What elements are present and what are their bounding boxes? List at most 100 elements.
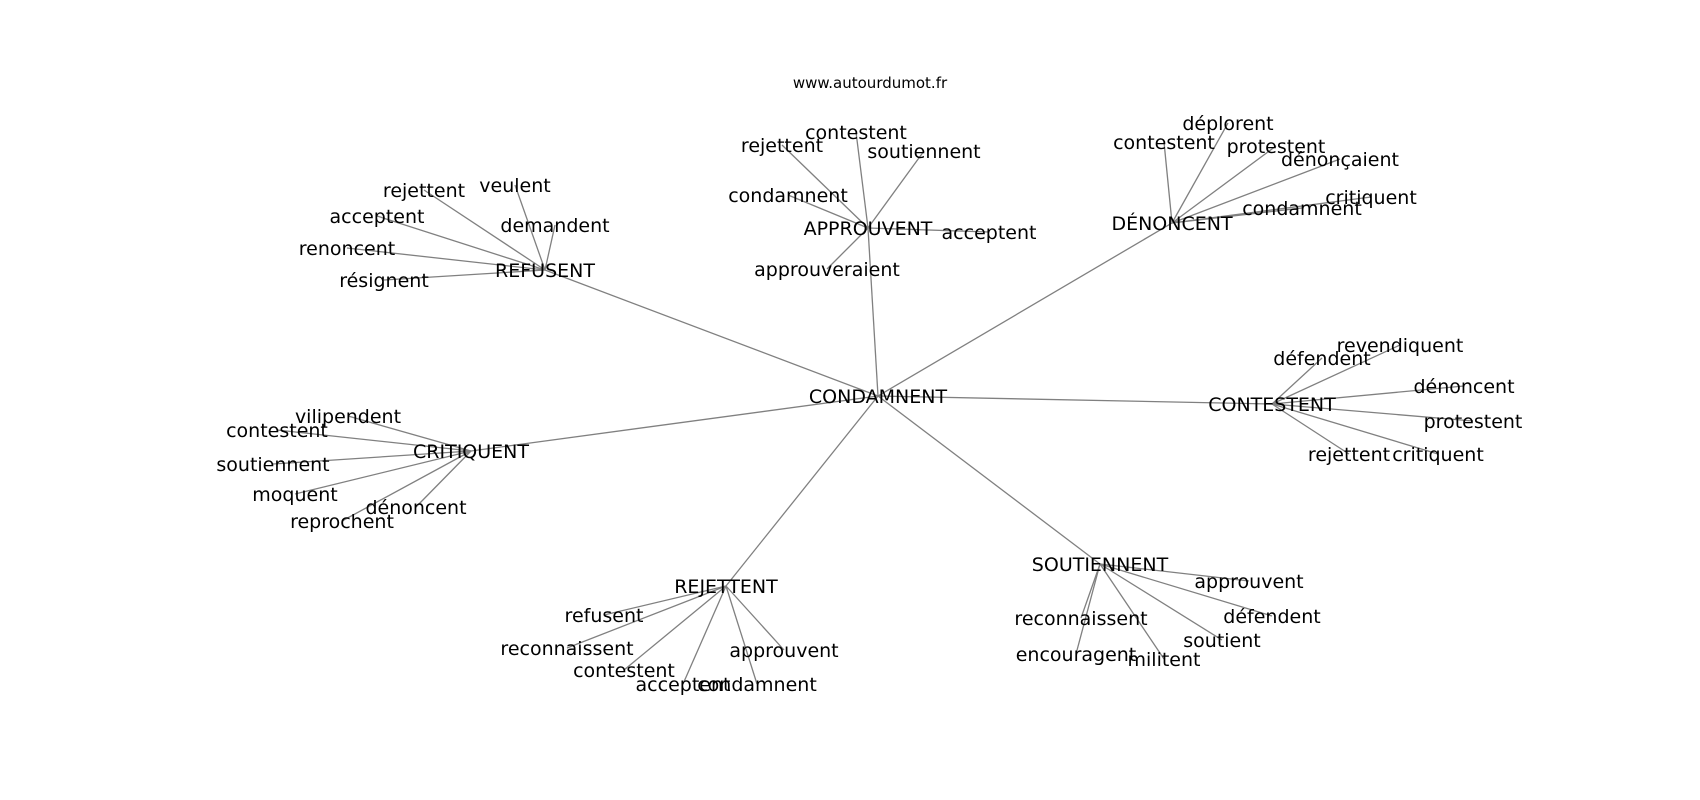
edge-cluster-to-child [1171,122,1229,224]
child-node-label: renoncent [299,238,395,260]
child-node-label: dénoncent [365,497,466,519]
child-node-label: protestent [1227,136,1326,158]
child-node-label: militent [1128,649,1201,671]
child-node-label: reconnaissent [1014,608,1147,630]
edge-cluster-to-child [787,194,869,229]
edge-cluster-to-child [1271,403,1350,455]
child-node-label: dénoncent [1413,376,1514,398]
edge-cluster-to-child [1271,403,1439,455]
edges-layer [272,122,1474,685]
edge-center-to-cluster [877,222,1173,397]
child-node-label: approuvent [729,640,838,662]
child-node-label: déplorent [1182,113,1273,135]
child-node-label: contestent [805,122,907,144]
child-node-label: dénonçaient [1281,149,1399,171]
center-node-label: CONDAMNENT [809,386,948,408]
edge-cluster-to-child [826,227,869,270]
labels-layer: www.autourdumot.fr rejettent veulent accep… [216,74,1522,696]
edge-cluster-to-child [1099,563,1223,641]
child-node-label: défendent [1223,606,1320,628]
edge-center-to-cluster [725,395,879,587]
cluster-node-label: CRITIQUENT [413,441,529,463]
edge-cluster-to-child [1099,563,1273,617]
child-node-label: contestent [1113,132,1215,154]
edge-cluster-to-child [1271,357,1323,405]
edge-cluster-to-child [682,585,727,685]
edge-cluster-to-child [1099,563,1165,660]
child-node-label: rejettent [1308,444,1390,466]
edge-center-to-cluster [877,395,1273,405]
child-node-label: rejettent [741,135,823,157]
child-node-label: contestent [226,420,328,442]
cluster-node-label: APPROUVENT [804,218,933,240]
child-node-label: résignent [339,270,429,292]
edge-cluster-to-child [1171,145,1277,224]
child-node-label: acceptent [330,206,425,228]
edge-center-to-cluster [544,269,879,397]
cluster-node-label: DÉNONCENT [1111,212,1233,235]
child-node-label: revendiquent [1337,335,1464,357]
child-node-label: reconnaissent [500,638,633,660]
child-node-label: soutient [1183,630,1260,652]
edge-cluster-to-child [294,450,472,495]
edge-cluster-to-child [725,585,758,685]
cluster-node-label: CONTESTENT [1208,394,1336,416]
child-node-label: veulent [479,175,550,197]
edge-cluster-to-child [1099,563,1250,582]
child-node-label: soutiennent [216,454,329,476]
edge-cluster-to-child [1171,207,1303,224]
child-node-label: reprochent [290,511,394,533]
edge-cluster-to-child [514,184,546,271]
edge-center-to-cluster [470,395,879,452]
edge-cluster-to-child [1163,141,1173,224]
edge-cluster-to-child [276,429,472,452]
edge-cluster-to-child [623,585,727,671]
site-url: www.autourdumot.fr [793,74,948,92]
child-node-label: condamnent [697,674,817,696]
child-node-label: défendent [1273,348,1370,370]
child-node-label: contestent [573,660,675,682]
edge-cluster-to-child [1080,563,1101,619]
edge-cluster-to-child [1171,158,1341,224]
child-node-label: acceptent [636,674,731,696]
edge-cluster-to-child [855,131,869,229]
edge-cluster-to-child [341,450,472,522]
child-node-label: condamnent [1242,198,1362,220]
cluster-node-label: REFUSENT [495,260,595,282]
edge-cluster-to-child [1075,563,1101,655]
edge-cluster-to-child [781,144,869,229]
edge-cluster-to-child [544,224,556,271]
edge-cluster-to-child [1271,403,1474,422]
child-node-label: encouragent [1016,644,1137,666]
child-node-label: refusent [565,605,644,627]
child-node-label: critiquent [1325,187,1417,209]
edge-cluster-to-child [603,585,727,616]
edge-cluster-to-child [346,247,546,271]
child-node-label: protestent [1424,411,1523,433]
edge-cluster-to-child [1271,385,1465,405]
edge-cluster-to-child [1271,344,1401,405]
child-node-label: demandent [500,215,609,237]
edge-center-to-cluster [867,227,879,397]
cluster-node-label: SOUTIENNENT [1032,554,1169,576]
edge-cluster-to-child [725,585,785,651]
edge-cluster-to-child [867,150,925,229]
child-node-label: vilipendent [295,406,401,428]
edge-cluster-to-child [867,227,990,233]
edge-cluster-to-child [415,450,472,508]
cluster-node-label: REJETTENT [674,576,778,598]
edge-cluster-to-child [383,269,546,281]
child-node-label: approuveraient [754,259,900,281]
edge-center-to-cluster [877,395,1101,565]
child-node-label: condamnent [728,185,848,207]
child-node-label: soutiennent [867,141,980,163]
child-node-label: moquent [252,484,337,506]
edge-cluster-to-child [566,585,727,649]
edge-cluster-to-child [376,215,546,271]
child-node-label: approuvent [1194,571,1303,593]
edge-cluster-to-child [423,189,546,271]
child-node-label: critiquent [1392,444,1484,466]
child-node-label: rejettent [383,180,465,202]
edge-cluster-to-child [347,415,472,452]
